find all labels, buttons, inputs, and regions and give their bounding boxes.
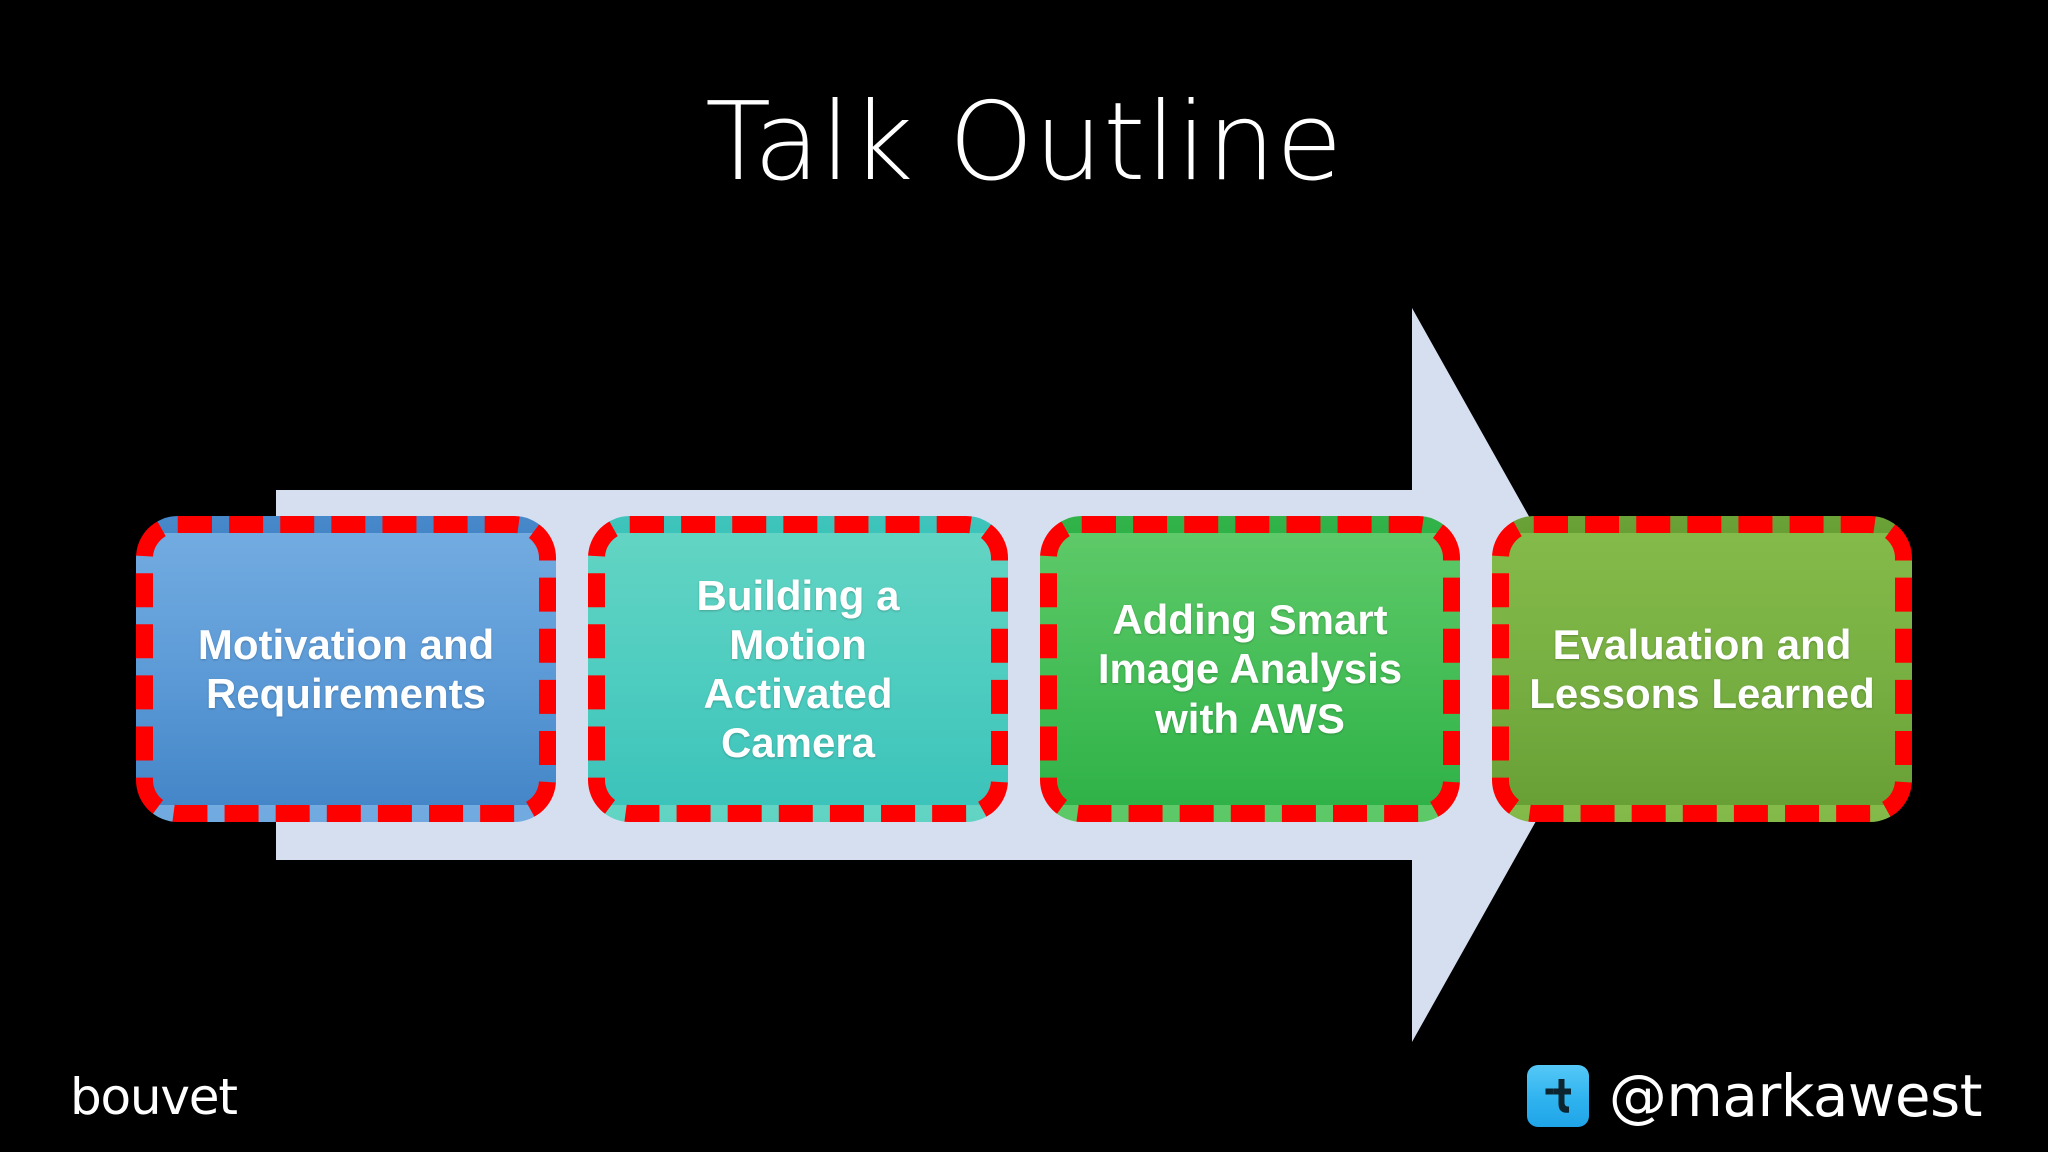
process-step-1-label: Motivation and Requirements <box>197 620 495 717</box>
process-step-2-label: Building a Motion Activated Camera <box>696 571 900 767</box>
page-title: Talk Outline <box>705 80 1343 205</box>
process-step-1[interactable]: Motivation and Requirements <box>136 516 556 822</box>
process-step-4-label: Evaluation and Lessons Learned <box>1529 620 1875 717</box>
process-step-4[interactable]: Evaluation and Lessons Learned <box>1492 516 1912 822</box>
twitter-bird-icon[interactable] <box>1526 1065 1589 1127</box>
twitter-footer: @markawest <box>1526 1062 1983 1130</box>
process-step-3-label: Adding Smart Image Analysis with AWS <box>1097 596 1403 742</box>
bouvet-logo: bouvet <box>70 1068 238 1126</box>
process-step-3[interactable]: Adding Smart Image Analysis with AWS <box>1040 516 1460 822</box>
twitter-handle-text: @markawest <box>1608 1062 1983 1130</box>
process-step-2[interactable]: Building a Motion Activated Camera <box>588 516 1008 822</box>
